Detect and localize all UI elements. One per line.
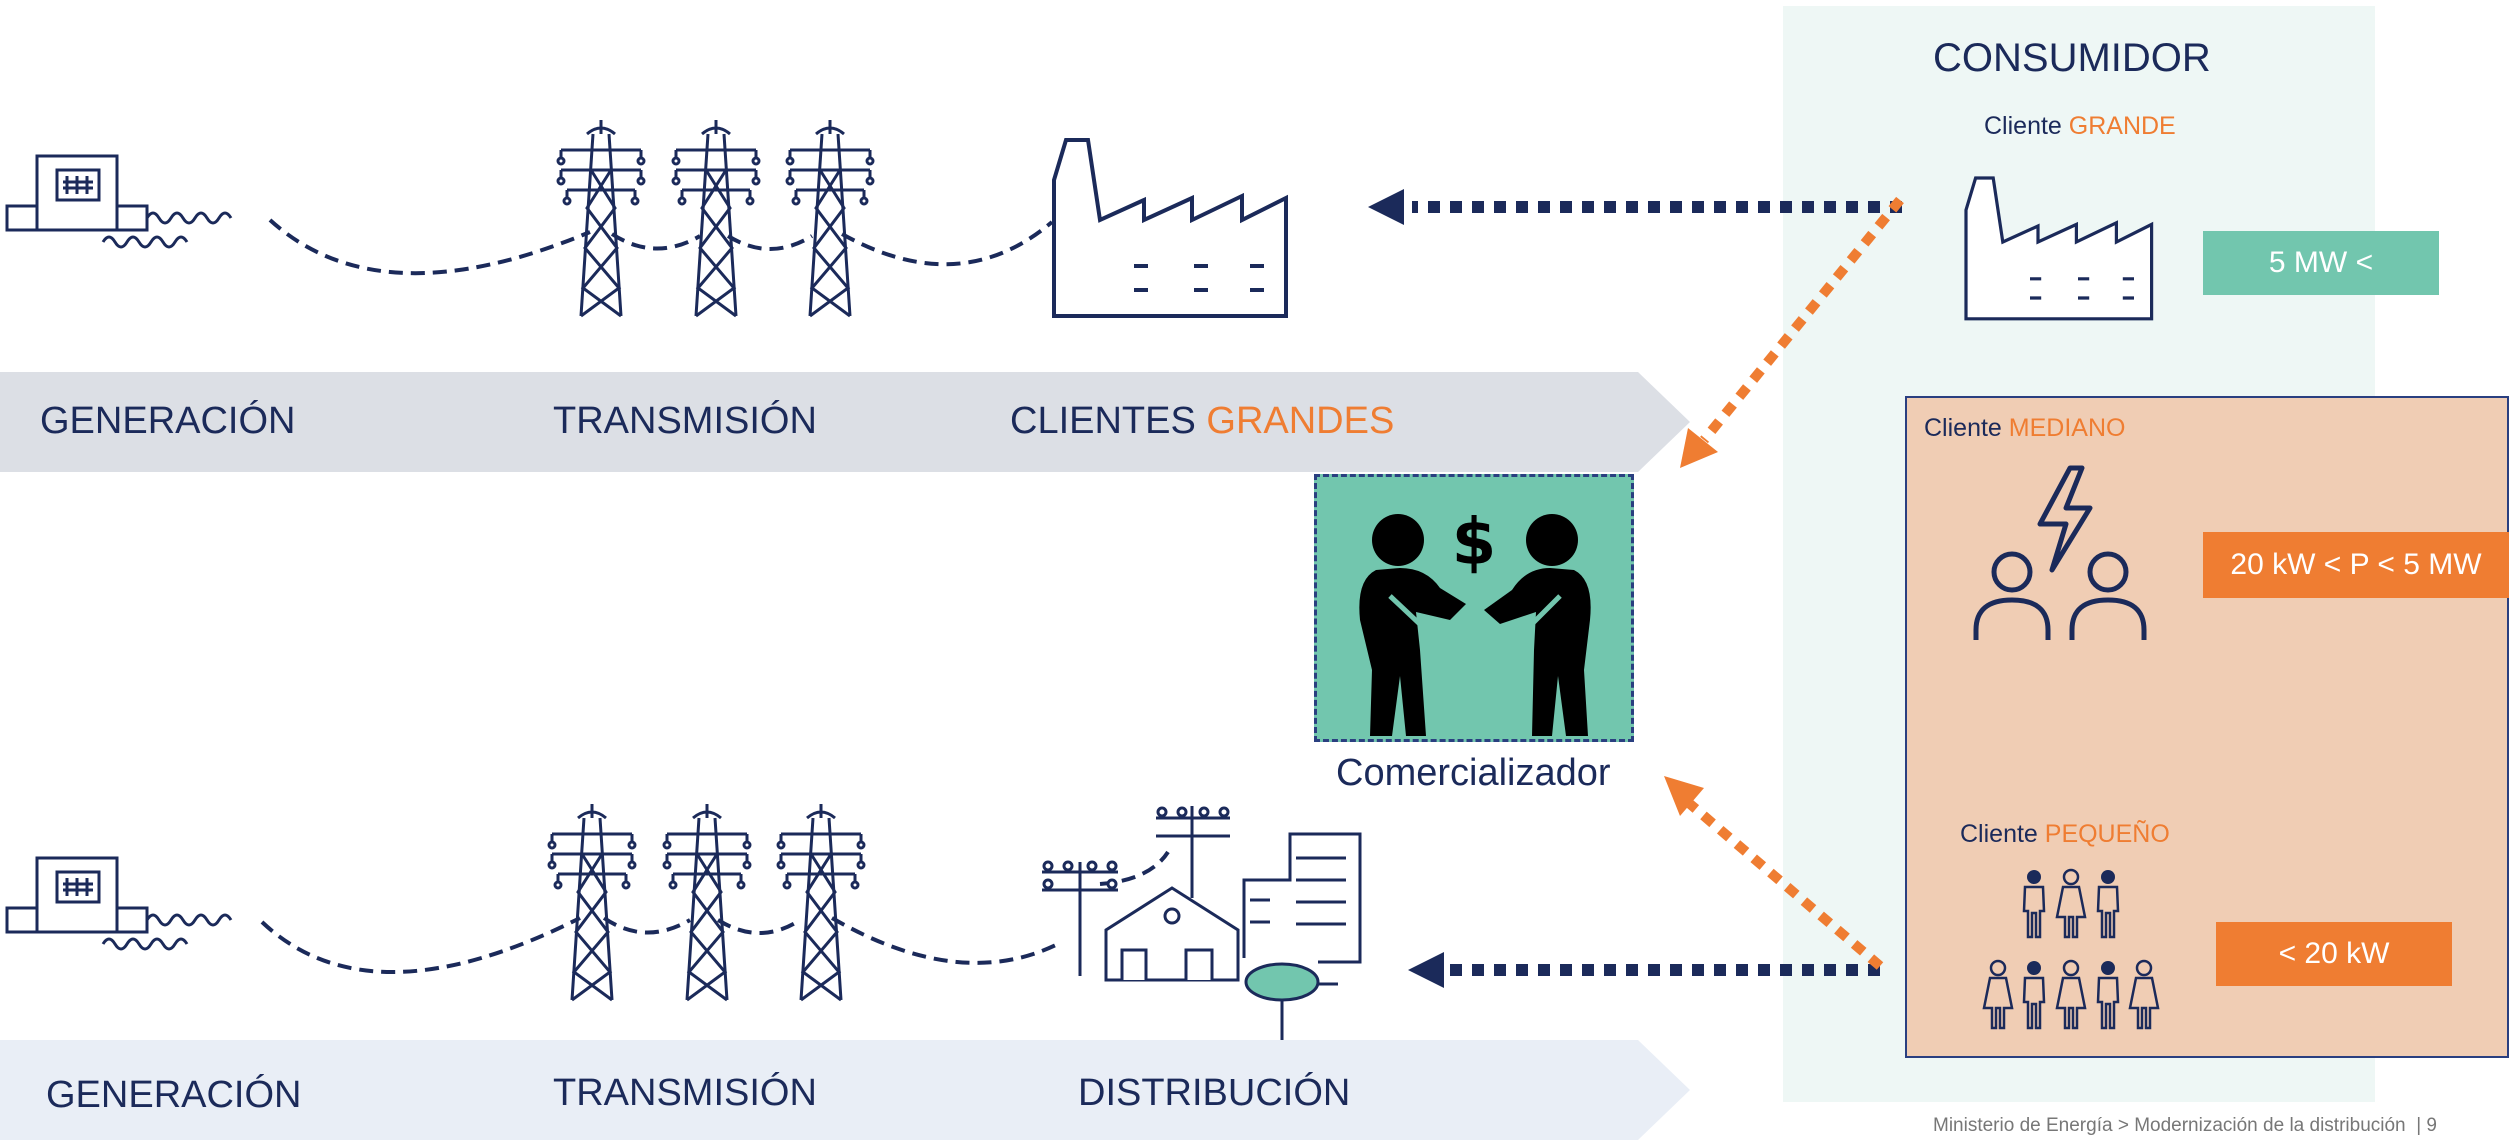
top-generator-icon (5, 154, 233, 249)
consumer-title: CONSUMIDOR (1933, 36, 2211, 80)
large-clients-label: CLIENTES GRANDES (1010, 400, 1395, 442)
bottom-generation-label: GENERACIÓN (46, 1074, 302, 1116)
bottom-tower-icon-2 (662, 802, 752, 1002)
top-tower-icon-3 (785, 118, 875, 318)
distribution-label: DISTRIBUCIÓN (1078, 1072, 1351, 1114)
bottom-generator-icon (5, 856, 233, 951)
bottom-chain-band (0, 1040, 1690, 1140)
top-factory-icon (1052, 138, 1288, 318)
large-client-label: Cliente GRANDE (1984, 112, 2176, 140)
distribution-icon (1042, 806, 1362, 1040)
trader-handshake-icon: $ (1359, 506, 1591, 736)
medium-client-icon (1973, 465, 2147, 640)
small-client-people-icon (1982, 868, 2160, 1030)
currency-symbol: $ (1452, 506, 1497, 580)
tree-icon (1244, 962, 1320, 1002)
bottom-power-line (260, 850, 1170, 974)
top-power-line (268, 218, 1054, 276)
small-client-arrow (1408, 952, 1880, 988)
small-to-trader-arrow (1664, 776, 1884, 970)
top-chain-band (0, 372, 1690, 472)
large-client-factory-icon (1964, 176, 2154, 321)
bottom-tower-icon-3 (776, 802, 866, 1002)
bottom-tower-icon-1 (547, 802, 637, 1002)
small-client-badge: < 20 kW (2216, 922, 2452, 986)
top-tower-icon-1 (556, 118, 646, 318)
small-client-label: Cliente PEQUEÑO (1960, 820, 2170, 848)
large-client-badge: 5 MW < (2203, 231, 2439, 295)
bottom-transmission-label: TRANSMISIÓN (553, 1072, 817, 1114)
trader-label: Comercializador (1336, 752, 1611, 794)
top-tower-icon-2 (671, 118, 761, 318)
medium-client-label: Cliente MEDIANO (1924, 414, 2126, 442)
top-generation-label: GENERACIÓN (40, 400, 296, 442)
top-transmission-label: TRANSMISIÓN (553, 400, 817, 442)
large-to-trader-arrow (1680, 196, 1904, 468)
footer-text: Ministerio de Energía > Modernización de… (1933, 1115, 2437, 1136)
medium-client-badge: 20 kW < P < 5 MW (2203, 532, 2509, 598)
large-client-arrow (1368, 189, 1902, 225)
